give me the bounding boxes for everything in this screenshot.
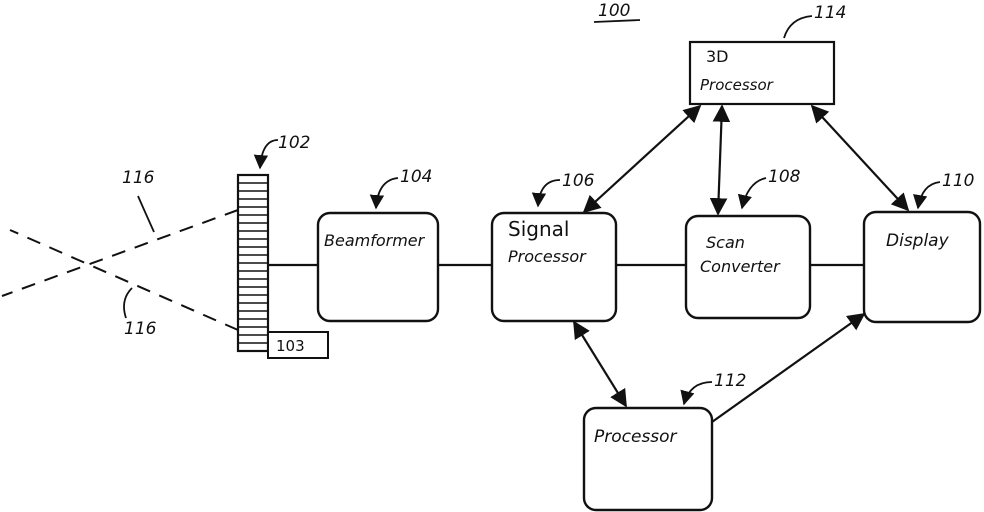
display-ref: 110: [942, 171, 974, 191]
connection-signal-processor-to-processor: [574, 322, 626, 406]
transducer-ref: 102: [278, 133, 310, 153]
beam-leader-lower: [124, 288, 132, 318]
processor-block: Processor 112: [584, 371, 746, 510]
display-block: Display 110: [864, 171, 980, 322]
transducer-sub-ref: 103: [276, 337, 305, 355]
beamformer-label: Beamformer: [324, 231, 426, 250]
processor-leader: [684, 382, 712, 404]
transducer-elements: [238, 183, 268, 343]
scan-converter-block: Scan Converter 108: [686, 167, 810, 318]
processor-label: Processor: [594, 427, 678, 447]
scan-converter-label-line1: Scan: [706, 233, 745, 252]
beam-leader-upper: [138, 196, 154, 232]
display-leader: [918, 182, 940, 208]
transducer-leader: [260, 140, 278, 168]
figure-number-text: 100: [598, 1, 630, 21]
signal-processor-ref: 106: [562, 171, 595, 191]
processor-3d-label-line1: 3D: [706, 47, 729, 66]
scan-converter-label-line2: Converter: [700, 257, 781, 276]
beam-ref-lower: 116: [124, 319, 157, 339]
scan-converter-ref: 108: [768, 167, 801, 187]
processor-box: [584, 408, 712, 510]
processor-3d-block: 3D Processor 114: [690, 3, 846, 104]
beam-ref-upper: 116: [122, 168, 155, 188]
beamformer-leader: [376, 178, 398, 208]
beamformer-block: Beamformer 104: [318, 167, 438, 321]
processor-3d-ref: 114: [814, 3, 846, 23]
beam-lines: 116 116: [2, 168, 238, 339]
processor-3d-label-line2: Processor: [700, 76, 774, 94]
connection-3d-to-scan-converter: [718, 106, 722, 214]
figure-number: 100: [594, 1, 640, 22]
signal-processor-block: Signal Processor 106: [492, 171, 616, 321]
beamformer-box: [318, 213, 438, 321]
beamformer-ref: 104: [400, 167, 432, 187]
processor-ref: 112: [714, 371, 746, 391]
signal-processor-label-line1: Signal: [508, 217, 569, 241]
signal-processor-label-line2: Processor: [508, 247, 587, 266]
processor-3d-leader: [784, 16, 812, 38]
scan-converter-leader: [742, 178, 766, 208]
display-box: [864, 212, 980, 322]
beam-upper-dashed-line: [2, 210, 238, 296]
connection-3d-to-display: [812, 106, 908, 210]
display-label: Display: [886, 231, 950, 251]
connection-3d-to-signal-processor: [584, 106, 700, 212]
beam-lower-dashed-line: [10, 230, 238, 330]
signal-processor-leader: [538, 180, 560, 206]
connection-processor-to-display: [712, 314, 864, 422]
transducer-array: 102 103: [238, 133, 328, 358]
